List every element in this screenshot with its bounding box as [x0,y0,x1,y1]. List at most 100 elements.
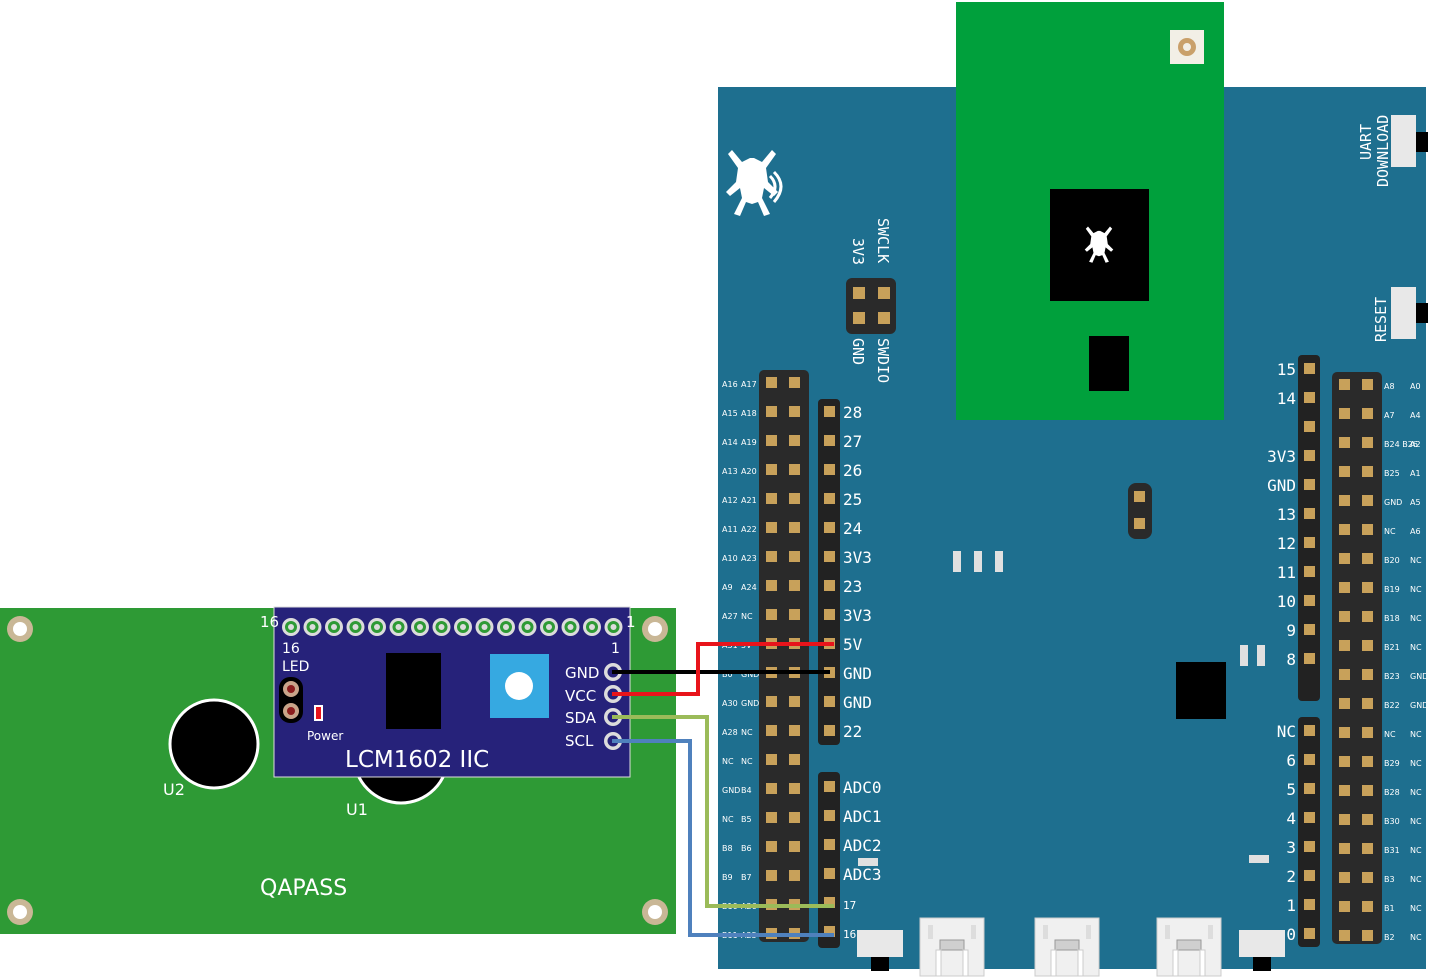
pin-label: 0 [1286,925,1296,944]
u1-label: U1 [346,800,368,819]
header-pin [1339,814,1350,825]
pin-label: ADC2 [843,836,882,855]
pin-label: B21 [1384,643,1400,652]
pin-label: A24 [741,583,757,592]
header-pin [824,725,835,736]
i2c-module: 16 1 16 1 LED Power LCM1602 IIC GND VCC … [260,606,636,778]
pin-label: A7 [1384,411,1395,420]
header-pin [1362,640,1373,651]
pin-label: 6 [1286,751,1296,770]
header-pin [766,406,777,417]
pin-label: A22 [741,525,757,534]
pin-label: 28 [843,403,862,422]
uart-download-switch[interactable] [1391,115,1416,167]
header-pin [475,618,494,636]
pin-label: A0 [1410,382,1421,391]
header-pin [454,618,472,636]
reset-button-knob[interactable] [1416,303,1428,323]
swclk-label: SWCLK [874,218,892,263]
header-pin [540,618,558,636]
pin-label: B20 [1384,556,1400,565]
header-pin [1304,754,1315,765]
wires [612,642,834,937]
header-pin [766,812,777,823]
pin-label: B29 [1384,759,1400,768]
header-pin [1339,408,1350,419]
header-pin [766,841,777,852]
header-pin [824,406,835,417]
header-pin [1304,479,1315,490]
header-pin [1362,814,1373,825]
header-pin [1362,698,1373,709]
usb-port[interactable] [919,917,985,977]
bottom-switch-knob[interactable] [871,957,889,971]
pin-label: GND [741,670,759,679]
header-pin [789,754,800,765]
pin-label: 3V3 [843,548,872,567]
bottom-switch[interactable] [1239,930,1285,957]
pin-label: A6 [1410,527,1421,536]
header-pin [1304,725,1315,736]
header-pin [766,609,777,620]
header-pin [1362,466,1373,477]
header-pin [766,754,777,765]
pin-label: 17 [843,899,856,912]
pin-label: A9 [722,583,733,592]
header-pin [1339,495,1350,506]
header-pins-16 [282,618,623,636]
uart-switch-knob[interactable] [1416,132,1428,152]
pin-label: NC [1410,643,1422,652]
header-pin [789,435,800,446]
usb-bridge-chip [1176,662,1226,719]
header-pin [389,618,408,636]
header-pin [766,435,777,446]
header-pin [1362,437,1373,448]
pin-label: NC [722,815,734,824]
smd-part [1240,645,1248,666]
reset-button[interactable] [1391,287,1416,339]
swd-3v3-label: 3V3 [849,238,867,265]
pin-label: B6 [741,844,752,853]
header-pin [1304,450,1315,461]
usb-port[interactable] [1034,917,1100,977]
pin-label: GND [1267,476,1296,495]
pin-label: B3 [1384,875,1395,884]
swd-gnd-label: GND [849,338,867,365]
pin-label: ADC3 [843,865,882,884]
header-pin [789,696,800,707]
bottom-switch-knob[interactable] [1253,957,1271,971]
header-pin [766,870,777,881]
header-pin [1362,785,1373,796]
pin-label: NC [1410,614,1422,623]
bottom-switch[interactable] [857,930,903,957]
wire-vcc-5v [612,642,834,696]
pot-knob [505,672,533,700]
pin-label: B4 [741,786,752,795]
header-pin [789,580,800,591]
vcc-pin-label: VCC [565,687,596,705]
pin-label: 15 [1277,360,1296,379]
header-pin [1339,524,1350,535]
header-pin [824,609,835,620]
header-pin [346,618,365,636]
pin-label: GND [843,693,872,712]
pin-label: NC [1410,875,1422,884]
header-pin [824,897,835,908]
pin-label: 3V3 [843,606,872,625]
header-pin [1304,812,1315,823]
usb-port[interactable] [1156,917,1222,977]
header-pin [411,618,429,636]
pin-label: B8 [722,844,733,853]
pin-label: 24 [843,519,862,538]
header-pin [1339,437,1350,448]
smd-part [1257,645,1265,666]
header-pin [824,810,835,821]
pin-label: 2 [1286,867,1296,886]
pin-label: 3V3 [1267,447,1296,466]
jumper-pin [1134,491,1145,502]
pin-label: NC [722,757,734,766]
header-pin [1339,669,1350,680]
header-pin [824,868,835,879]
header-pin [766,580,777,591]
